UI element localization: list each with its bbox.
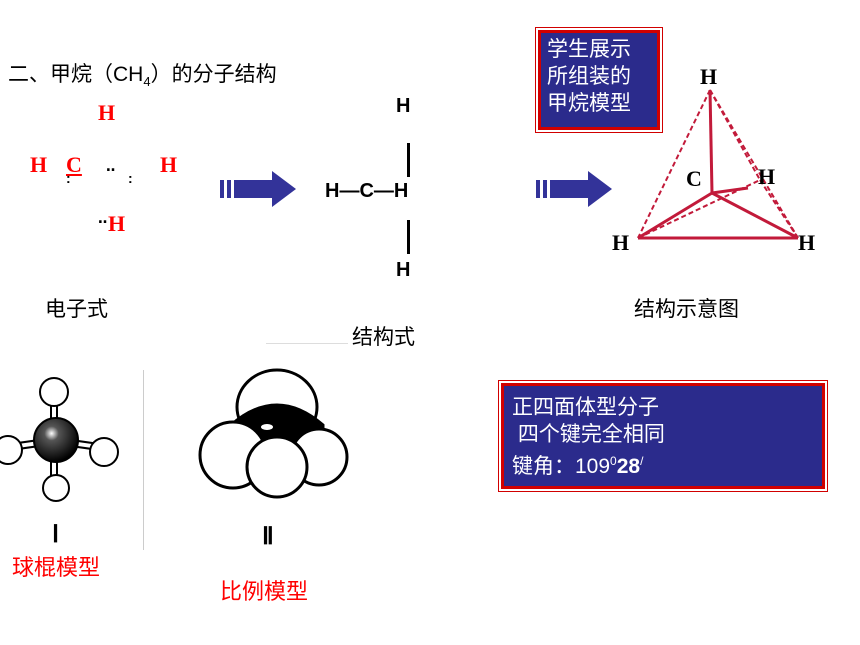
tetra-h-top: H	[700, 64, 717, 89]
ball-stick-label: 球棍模型	[12, 555, 101, 580]
bond-bottom	[407, 220, 410, 254]
tetrahedron-diagram: H C H H H	[612, 64, 815, 255]
arrow-right-icon	[220, 171, 296, 207]
electron-dots-bottom: ‥	[98, 210, 109, 226]
atom-left: H	[30, 152, 48, 177]
student-model-box: 学生展示 所组装的 甲烷模型	[538, 30, 660, 130]
struct-h-top: H	[396, 95, 411, 117]
bond-top	[407, 143, 410, 177]
space-filling-label: 比例模型	[220, 579, 309, 604]
struct-h-bottom: H	[396, 259, 411, 281]
model-two-numeral: Ⅱ	[262, 524, 274, 550]
tetra-h-bottom-right: H	[798, 230, 815, 255]
tetra-c: C	[686, 166, 702, 191]
tetra-h-bottom-left: H	[612, 230, 629, 255]
space-filling-model-image	[198, 368, 349, 499]
divider-vertical	[143, 370, 144, 550]
info-box: 正四面体型分子 四个键完全相同 键角：109028/	[501, 383, 825, 489]
section-title: 二、甲烷（CH4）的分子结构	[8, 63, 277, 90]
atom-top: H	[98, 100, 116, 125]
electron-dot-right: :	[128, 170, 134, 186]
arrow-right-icon	[536, 171, 612, 207]
electron-dot-left: :	[66, 170, 72, 186]
atom-right: H	[160, 152, 178, 177]
atom-center: C	[66, 152, 82, 177]
structural-formula-label: 结构式	[352, 326, 415, 349]
bond-angle: 键角：109028/	[512, 454, 644, 478]
divider	[266, 343, 348, 344]
electron-dots-mid: ‥	[106, 158, 117, 174]
electron-formula-label: 电子式	[45, 298, 108, 321]
tetra-h-right: H	[758, 164, 775, 189]
ball-stick-model-image	[0, 377, 119, 502]
struct-hch: H—C—H	[325, 180, 409, 202]
atom-bottom: H	[108, 211, 126, 236]
model-one-numeral: Ⅰ	[52, 522, 60, 548]
tetrahedron-label: 结构示意图	[634, 298, 739, 321]
